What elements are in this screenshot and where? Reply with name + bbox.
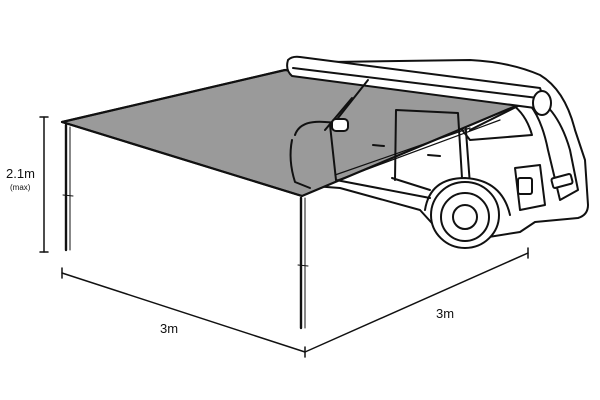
awning-housing (286, 55, 552, 131)
width-dimension-label: 3m (160, 321, 178, 336)
vehicle-front-detail (289, 97, 463, 199)
awning-tension-line (334, 127, 471, 176)
vehicle-mirror (331, 118, 349, 132)
height-dimension-label: 2.1m (6, 166, 35, 181)
awning-front-bar (61, 121, 303, 197)
awning-rafter-arm (337, 79, 369, 119)
awning-housing-edge (292, 67, 539, 99)
awning-rafter-arm (469, 105, 519, 131)
awning-tension-line (337, 119, 501, 181)
vehicle-reflector (550, 173, 574, 189)
vehicle-hood (294, 120, 341, 136)
depth-dimension-line (304, 252, 529, 353)
awning-side-bar (61, 69, 286, 123)
vehicle-front-bumper (289, 139, 311, 189)
vehicle-side-line (391, 177, 431, 191)
vehicle-sill (335, 179, 431, 199)
width-dimension-line (61, 272, 306, 353)
vehicle-door-handle-rear (427, 154, 441, 157)
vehicle-door-handle-front (372, 144, 385, 147)
awning-leg-left-joint (62, 194, 74, 197)
depth-dimension-label: 3m (436, 306, 454, 321)
vehicle-front-door (329, 109, 463, 181)
vehicle-rear-hub (452, 204, 478, 230)
awning-leg-front-joint (297, 264, 309, 267)
vehicle-rear (529, 99, 579, 201)
awning-housing-endcap (532, 90, 552, 116)
vehicle-rear-panel (514, 164, 546, 211)
vehicle-tail-light (517, 177, 533, 195)
dimension-lines (39, 116, 529, 358)
height-dimension-note: (max) (10, 183, 31, 192)
